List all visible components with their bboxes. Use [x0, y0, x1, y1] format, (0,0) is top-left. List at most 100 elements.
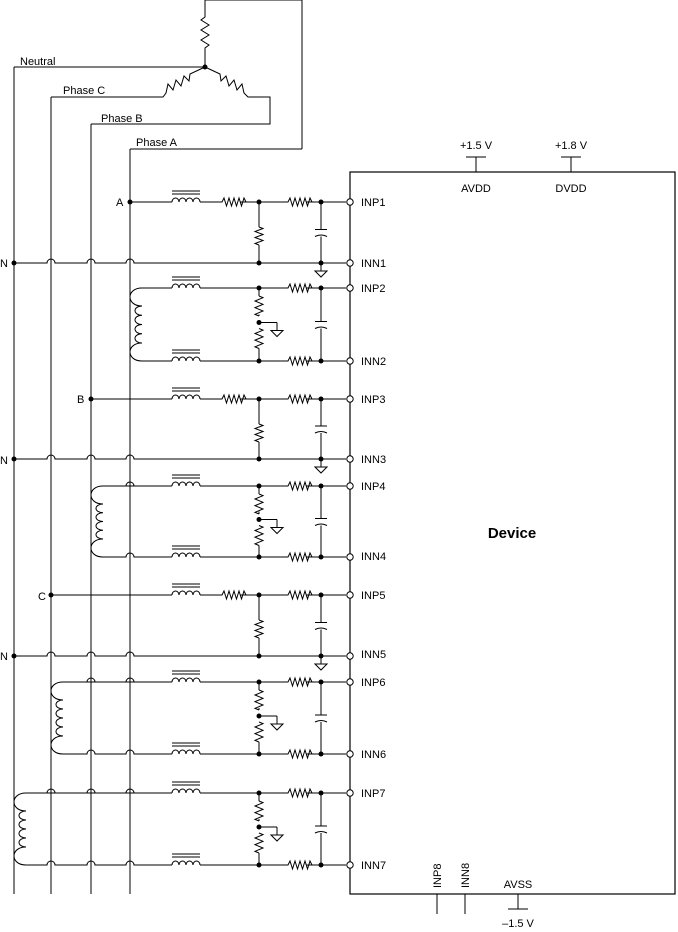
- inn7-label: INN7: [361, 860, 386, 872]
- current-transformer: [134, 305, 143, 344]
- ground-icon: [269, 527, 285, 535]
- ct-lead-p: [103, 481, 172, 487]
- choke: [171, 197, 201, 203]
- inp4-label: INP4: [361, 481, 385, 493]
- choke: [171, 394, 201, 400]
- ct-coil: [13, 792, 27, 812]
- choke: [171, 749, 201, 755]
- pin-terminal: [346, 861, 354, 869]
- resistor: [253, 800, 265, 822]
- ground-icon: [269, 330, 285, 338]
- pin-terminal: [346, 553, 354, 561]
- choke: [171, 283, 201, 289]
- choke: [171, 860, 201, 866]
- resistor: [286, 551, 314, 563]
- inp8-pin: INP8: [432, 864, 444, 914]
- ground-icon: [269, 834, 285, 842]
- choke: [171, 356, 201, 362]
- ct-lead-p: [26, 788, 172, 794]
- resistor: [253, 295, 265, 317]
- device-label: Device: [488, 525, 536, 542]
- resistor: [286, 748, 314, 760]
- neutral-tap-1: [14, 258, 346, 264]
- inn8-label: INN8: [460, 863, 472, 888]
- inn5-label: INN5: [361, 649, 386, 661]
- resistor: [286, 589, 314, 601]
- resistor: [253, 689, 265, 711]
- resistor: [253, 619, 265, 639]
- pin-terminal: [346, 284, 354, 292]
- resistor: [253, 328, 265, 349]
- device-body: [349, 171, 676, 895]
- ct-lead-n: [26, 860, 172, 866]
- avdd-voltage: +1.5 V: [460, 140, 493, 152]
- pin-terminal: [346, 591, 354, 599]
- resistor: [253, 721, 265, 743]
- avss-voltage: –1.5 V: [502, 918, 534, 930]
- pin-terminal: [346, 750, 354, 758]
- resistor: [220, 393, 248, 405]
- resistor: [253, 423, 265, 443]
- pin-terminal: [346, 395, 354, 403]
- dvdd-label: DVDD: [555, 183, 586, 195]
- capacitor: [314, 720, 328, 723]
- node-n2-label: N: [0, 455, 8, 467]
- ct-lead-p: [63, 677, 172, 683]
- ct-coil: [129, 342, 143, 362]
- pin-terminal: [346, 652, 354, 660]
- ground-icon: [313, 270, 329, 278]
- avss-supply: AVSS –1.5 V: [502, 879, 534, 930]
- inn8-pin: INN8: [460, 863, 472, 914]
- wye-source: Neutral Phase C Phase B Phase A: [14, 0, 303, 150]
- resistor: [253, 493, 265, 515]
- ct-coil: [90, 485, 104, 505]
- phase-a-label: Phase A: [136, 137, 178, 149]
- capacitor: [314, 627, 328, 630]
- inp3-label: INP3: [361, 394, 385, 406]
- choke: [171, 677, 201, 683]
- phase-b-label: Phase B: [101, 113, 143, 125]
- capacitor: [314, 234, 328, 237]
- resistor: [253, 525, 265, 546]
- capacitor: [314, 831, 328, 834]
- phase-c-label: Phase C: [63, 85, 105, 97]
- resistor: [253, 832, 265, 854]
- inn6-label: INN6: [361, 749, 386, 761]
- neutral-label: Neutral: [20, 56, 55, 68]
- pin-terminal: [346, 678, 354, 686]
- capacitor: [314, 523, 328, 526]
- ground-icon: [313, 466, 329, 474]
- choke: [171, 552, 201, 558]
- current-transformer: [18, 810, 27, 848]
- capacitor: [314, 326, 328, 329]
- resistor: [286, 355, 314, 367]
- node-b-label: B: [77, 394, 84, 406]
- inp6-label: INP6: [361, 677, 385, 689]
- node-n3-label: N: [0, 651, 8, 663]
- pin-terminal: [346, 482, 354, 490]
- resistor: [220, 196, 248, 208]
- ct-coil: [50, 681, 64, 701]
- input-circuits: [11, 190, 354, 871]
- ct-coil: [50, 735, 64, 755]
- neutral-tap-5: [14, 651, 346, 657]
- resistor: [286, 787, 314, 799]
- inn2-label: INN2: [361, 356, 386, 368]
- resistor: [286, 859, 314, 871]
- inp7-label: INP7: [361, 788, 385, 800]
- ground-icon: [269, 723, 285, 731]
- capacitor: [314, 431, 328, 434]
- ct-coil: [13, 846, 27, 866]
- pin-terminal: [346, 198, 354, 206]
- pin-terminal: [346, 357, 354, 365]
- ground-icon: [313, 663, 329, 671]
- pin-terminal: [346, 259, 354, 267]
- choke: [171, 590, 201, 596]
- pin-terminal: [346, 455, 354, 463]
- inp5-label: INP5: [361, 590, 385, 602]
- ct-lead-n: [63, 749, 172, 755]
- resistor: [286, 282, 314, 294]
- inn3-label: INN3: [361, 454, 386, 466]
